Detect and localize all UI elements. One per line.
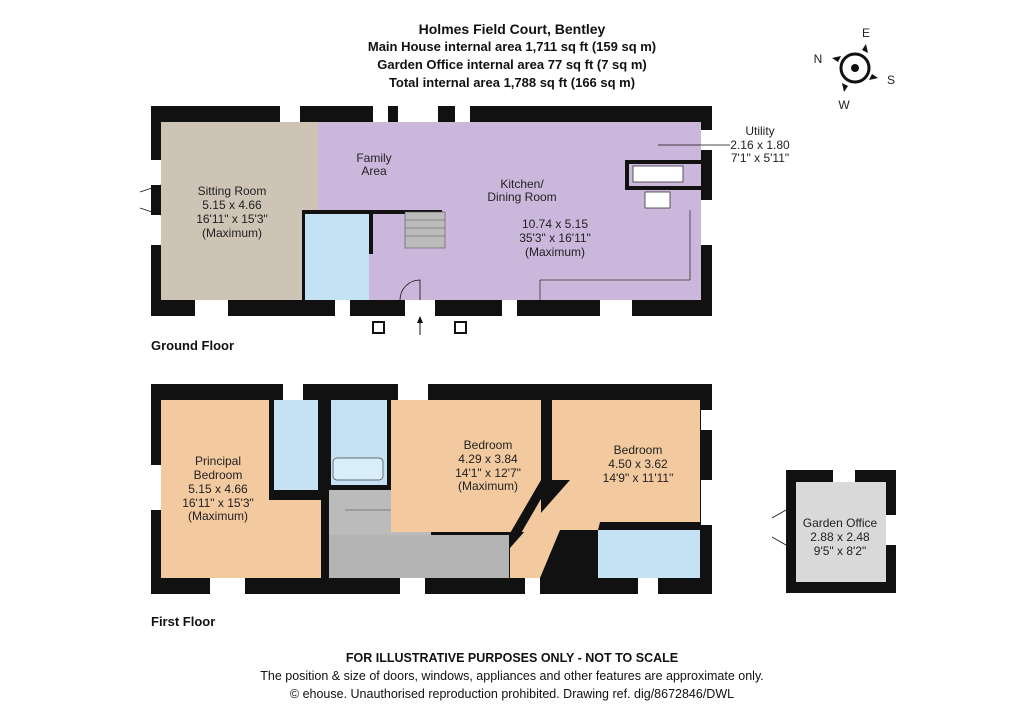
compass-w: W — [838, 98, 850, 112]
compass-icon: E N S W — [814, 26, 895, 112]
bedroom2-note: (Maximum) — [458, 479, 518, 493]
accuracy-note: The position & size of doors, windows, a… — [260, 669, 764, 683]
sitting-room — [161, 122, 302, 300]
kitchen-metric: 10.74 x 5.15 — [522, 217, 588, 231]
bedroom2-name: Bedroom — [464, 438, 513, 452]
bedroom3-name: Bedroom — [614, 443, 663, 457]
principal-bedroom-metric: 5.15 x 4.66 — [188, 482, 248, 496]
sitting-room-imperial: 16'11" x 15'3" — [196, 212, 268, 226]
family-area-line1: Family — [356, 151, 391, 165]
garden-office-plan — [771, 470, 896, 593]
landing — [329, 535, 509, 578]
bedroom2-imperial: 14'1" x 12'7" — [455, 466, 521, 480]
kitchen-line2: Dining Room — [487, 190, 556, 204]
utility-name: Utility — [745, 124, 774, 138]
ensuite-2 — [598, 530, 700, 578]
compass-s: S — [887, 73, 895, 87]
bedroom2-metric: 4.29 x 3.84 — [458, 452, 518, 466]
utility-metric: 2.16 x 1.80 — [730, 138, 790, 152]
compass-n: N — [814, 52, 823, 66]
first-floor-label: First Floor — [151, 614, 215, 629]
total-area: Total internal area 1,788 sq ft (166 sq … — [388, 75, 636, 90]
garden-office-imperial: 9'5" x 8'2" — [814, 544, 866, 558]
kitchen-imperial: 35'3" x 16'11" — [519, 231, 591, 245]
ground-floor-label: Ground Floor — [151, 338, 234, 353]
garden-office-name: Garden Office — [803, 516, 878, 530]
main-house-area: Main House internal area 1,711 sq ft (15… — [367, 39, 657, 54]
sitting-room-name: Sitting Room — [198, 184, 267, 198]
entrance-door — [399, 279, 421, 301]
principal-bedroom-imperial: 16'11" x 15'3" — [182, 496, 254, 510]
plan-title: Holmes Field Court, Bentley — [418, 21, 606, 37]
bedroom-2 — [391, 400, 541, 532]
principal-bedroom-note: (Maximum) — [188, 509, 248, 523]
family-area-line2: Area — [361, 164, 387, 178]
principal-bedroom — [161, 400, 269, 578]
sitting-room-metric: 5.15 x 4.66 — [202, 198, 262, 212]
ground-wc — [305, 214, 369, 300]
bedroom-3 — [510, 400, 700, 578]
utility-imperial: 7'1" x 5'11" — [731, 151, 789, 165]
disclaimer: FOR ILLUSTRATIVE PURPOSES ONLY - NOT TO … — [345, 651, 679, 665]
compass-e: E — [862, 26, 870, 40]
copyright: © ehouse. Unauthorised reproduction proh… — [289, 687, 735, 701]
ground-stairs — [404, 211, 446, 249]
kitchen-note: (Maximum) — [525, 245, 585, 259]
sitting-room-note: (Maximum) — [202, 226, 262, 240]
ground-floor-plan — [139, 96, 712, 335]
first-floor-plan — [151, 384, 712, 594]
kitchen-line1: Kitchen/ — [500, 177, 544, 191]
bedroom3-metric: 4.50 x 3.62 — [608, 457, 668, 471]
principal-bedroom-line2: Bedroom — [194, 468, 243, 482]
garden-office-area: Garden Office internal area 77 sq ft (7 … — [377, 57, 647, 72]
principal-bedroom-line1: Principal — [195, 454, 241, 468]
garden-office-metric: 2.88 x 2.48 — [810, 530, 870, 544]
bedroom3-imperial: 14'9" x 11'11" — [603, 471, 674, 485]
ensuite — [274, 400, 318, 490]
